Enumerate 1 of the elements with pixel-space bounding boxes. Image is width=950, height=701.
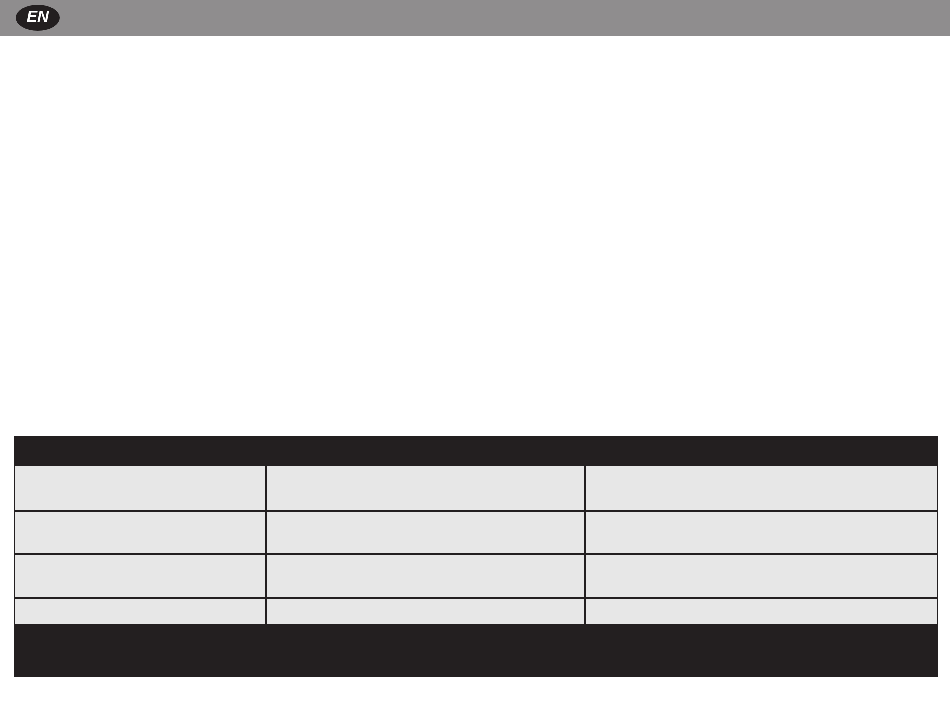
language-badge: EN: [16, 5, 60, 31]
